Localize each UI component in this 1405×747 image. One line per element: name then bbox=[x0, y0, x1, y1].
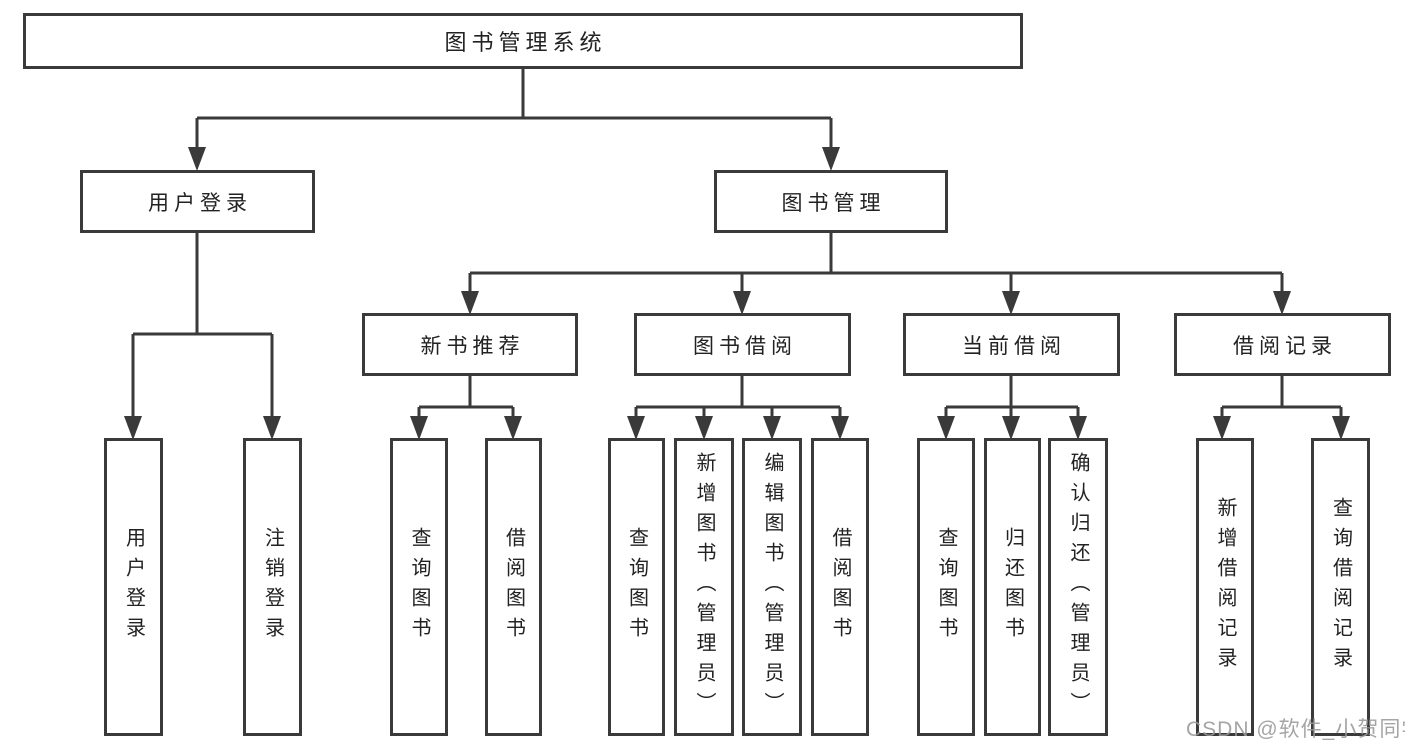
connector-borrow-records-to-leaves bbox=[1213, 376, 1350, 440]
arrowhead bbox=[1213, 416, 1231, 440]
arrowhead bbox=[1002, 416, 1020, 440]
leaf-add-borrow-record: 新增借阅记录 bbox=[1196, 438, 1254, 736]
node-root: 图书管理系统 bbox=[23, 13, 1023, 69]
arrowhead bbox=[937, 416, 955, 440]
connector-book-management-to-level3 bbox=[461, 233, 1291, 315]
node-book-borrow: 图书借阅 bbox=[634, 313, 851, 376]
node-borrow-records-label: 借阅记录 bbox=[1233, 334, 1337, 358]
arrowhead bbox=[831, 416, 849, 440]
arrowhead bbox=[733, 291, 751, 315]
node-new-book-recommend: 新书推荐 bbox=[362, 313, 578, 376]
leaf-add-borrow-record-label: 新增借阅记录 bbox=[1214, 497, 1236, 677]
node-borrow-records: 借阅记录 bbox=[1174, 313, 1391, 376]
leaf-edit-book-admin: 编辑图书（管理员） bbox=[742, 438, 802, 736]
leaf-borrow-book-1: 借阅图书 bbox=[485, 438, 542, 736]
leaf-edit-book-admin-label: 编辑图书（管理员） bbox=[761, 452, 783, 722]
arrowhead bbox=[188, 147, 206, 171]
leaf-borrow-book-2-label: 借阅图书 bbox=[829, 527, 851, 647]
leaf-confirm-return-admin-label: 确认归还（管理员） bbox=[1067, 452, 1089, 722]
leaf-return-book: 归还图书 bbox=[984, 438, 1041, 736]
arrowhead bbox=[410, 416, 428, 440]
node-book-borrow-label: 图书借阅 bbox=[693, 334, 797, 358]
arrowhead bbox=[763, 416, 781, 440]
arrowhead bbox=[1069, 416, 1087, 440]
leaf-return-book-label: 归还图书 bbox=[1001, 527, 1024, 647]
node-current-borrow: 当前借阅 bbox=[903, 313, 1120, 376]
connector-root-to-level2 bbox=[188, 69, 840, 171]
arrowhead bbox=[1332, 416, 1350, 440]
node-book-management-label: 图书管理 bbox=[781, 191, 886, 215]
leaf-logout: 注销登录 bbox=[243, 438, 302, 736]
connector-new-book-recommend-to-leaves bbox=[410, 376, 522, 440]
leaf-query-book-3: 查询图书 bbox=[917, 438, 975, 736]
csdn-watermark: CSDN @软件_小贺同学 bbox=[1186, 718, 1405, 741]
leaf-query-book-1-label: 查询图书 bbox=[408, 527, 430, 647]
leaf-logout-label: 注销登录 bbox=[261, 527, 284, 647]
leaf-borrow-book-1-label: 借阅图书 bbox=[502, 527, 525, 647]
node-root-label: 图书管理系统 bbox=[444, 30, 607, 55]
connector-book-borrow-to-leaves bbox=[627, 376, 849, 440]
connector-current-borrow-to-leaves bbox=[937, 376, 1087, 440]
leaf-borrow-book-2: 借阅图书 bbox=[811, 438, 869, 736]
node-book-management: 图书管理 bbox=[714, 170, 948, 233]
node-user-login: 用户登录 bbox=[80, 170, 315, 233]
arrowhead bbox=[627, 416, 645, 440]
leaf-add-book-admin-label: 新增图书（管理员） bbox=[693, 452, 715, 722]
leaf-query-book-1: 查询图书 bbox=[390, 438, 448, 736]
node-current-borrow-label: 当前借阅 bbox=[962, 334, 1066, 358]
leaf-add-book-admin: 新增图书（管理员） bbox=[674, 438, 734, 736]
arrowhead bbox=[504, 416, 522, 440]
leaf-query-borrow-record-label: 查询借阅记录 bbox=[1329, 497, 1352, 677]
leaf-user-login-label: 用户登录 bbox=[122, 527, 145, 647]
leaf-query-borrow-record: 查询借阅记录 bbox=[1311, 438, 1370, 736]
arrowhead bbox=[695, 416, 713, 440]
leaf-query-book-3-label: 查询图书 bbox=[935, 527, 957, 647]
leaf-user-login: 用户登录 bbox=[104, 438, 163, 736]
arrowhead bbox=[1002, 291, 1020, 315]
leaf-confirm-return-admin: 确认归还（管理员） bbox=[1048, 438, 1108, 736]
connector-user-login-to-leaves bbox=[124, 233, 281, 440]
node-new-book-recommend-label: 新书推荐 bbox=[420, 334, 525, 358]
arrowhead bbox=[263, 416, 281, 440]
leaf-query-book-2: 查询图书 bbox=[608, 438, 665, 736]
leaf-query-book-2-label: 查询图书 bbox=[625, 527, 648, 647]
node-user-login-label: 用户登录 bbox=[148, 191, 252, 215]
arrowhead bbox=[124, 416, 142, 440]
arrowhead bbox=[1273, 291, 1291, 315]
arrowhead bbox=[822, 147, 840, 171]
arrowhead bbox=[461, 291, 479, 315]
